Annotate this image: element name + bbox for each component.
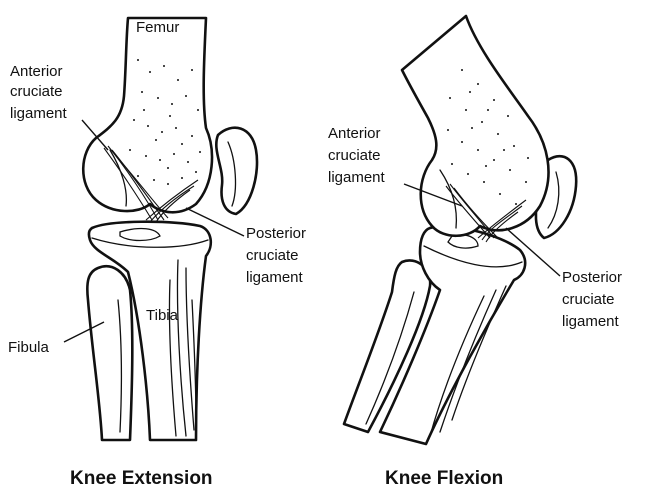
fibula-left bbox=[87, 266, 132, 440]
label-pcl-flexion-line-2: cruciate bbox=[562, 291, 615, 308]
label-femur: Femur bbox=[136, 19, 179, 36]
knee-extension-illustration bbox=[64, 18, 257, 440]
label-tibia: Tibia bbox=[146, 307, 179, 324]
label-fibula: Fibula bbox=[8, 339, 50, 356]
patella-left bbox=[216, 128, 257, 214]
label-pcl-flexion-line-3: ligament bbox=[562, 313, 620, 330]
title-knee-extension: Knee Extension bbox=[70, 468, 213, 489]
femur-right bbox=[402, 16, 549, 236]
label-pcl-extension-line-2: cruciate bbox=[246, 247, 299, 264]
label-pcl-flexion-line-1: Posterior bbox=[562, 269, 622, 286]
knee-flexion-illustration bbox=[344, 16, 576, 444]
label-acl-flexion-line-3: ligament bbox=[328, 169, 386, 186]
label-pcl-extension-line-3: ligament bbox=[246, 269, 304, 286]
label-acl-extension-line-1: Anterior bbox=[10, 63, 63, 80]
label-pcl-extension-line-1: Posterior bbox=[246, 225, 306, 242]
label-acl-flexion-line-1: Anterior bbox=[328, 125, 381, 142]
title-knee-flexion: Knee Flexion bbox=[385, 468, 503, 489]
label-acl-flexion-line-2: cruciate bbox=[328, 147, 381, 164]
label-acl-extension-line-2: cruciate bbox=[10, 83, 63, 100]
label-acl-extension-line-3: ligament bbox=[10, 105, 68, 122]
